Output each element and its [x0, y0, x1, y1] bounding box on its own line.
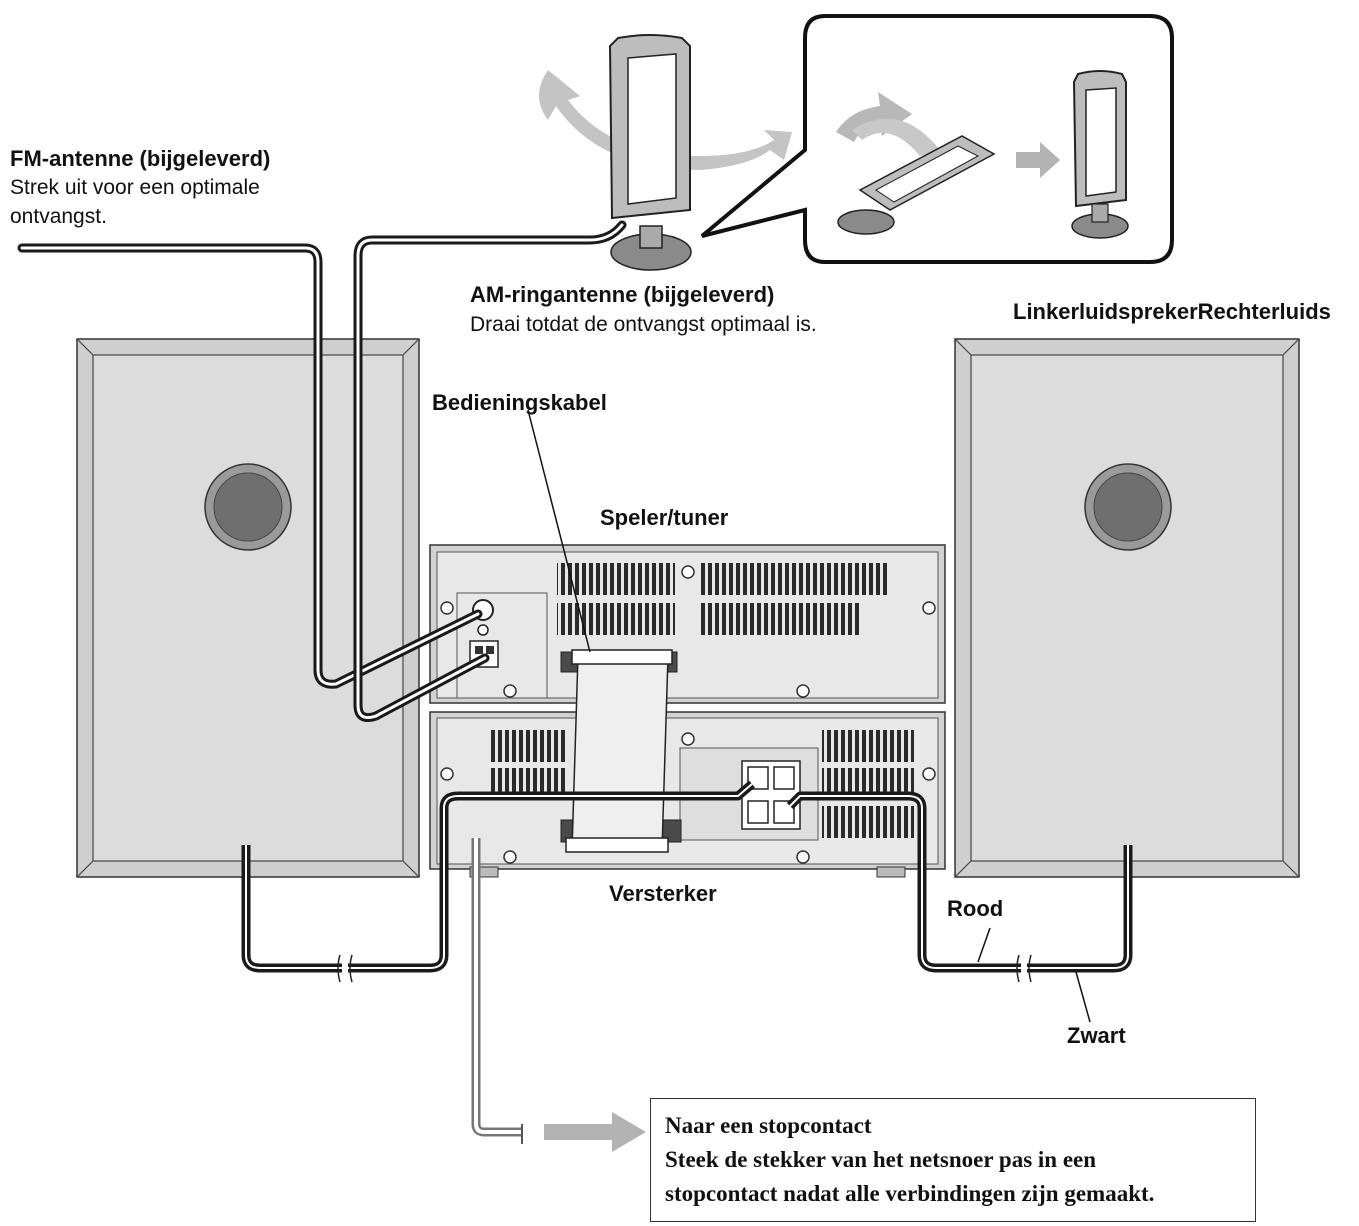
black-wire-label: Zwart [1067, 1023, 1126, 1048]
right-speaker-cable [786, 791, 1133, 1023]
power-outlet-note: Naar een stopcontact Steek de stekker va… [650, 1098, 1256, 1222]
antenna-setup-callout [700, 14, 1174, 264]
red-wire-label: Rood [947, 896, 1004, 921]
power-note-line1: Steek de stekker van het netsnoer pas in… [665, 1147, 1097, 1172]
power-cord [471, 838, 523, 1144]
am-loop-antenna [539, 34, 792, 271]
left-speaker [76, 338, 420, 878]
amplifier-label: Versterker [609, 881, 717, 906]
am-antenna-desc: Draai totdat de ontvangst optimaal is. [470, 313, 817, 336]
fm-antenna-desc-line1: Strek uit voor een optimale [10, 176, 260, 199]
power-note-title: Naar een stopcontact [665, 1113, 872, 1138]
power-arrow [544, 1112, 646, 1152]
right-speaker [954, 338, 1300, 878]
player-tuner-label: Speler/tuner [600, 505, 729, 530]
amplifier-unit [429, 711, 946, 878]
player-tuner-unit [429, 544, 946, 704]
fm-antenna-title: FM-antenne (bijgeleverd) [10, 146, 271, 171]
left-speaker-cable [241, 780, 755, 983]
control-cable-label: Bedieningskabel [432, 390, 607, 415]
am-antenna-wire [353, 220, 627, 723]
power-note-line2: stopcontact nadat alle verbindingen zijn… [665, 1181, 1155, 1206]
am-antenna-title: AM-ringantenne (bijgeleverd) [470, 282, 775, 307]
control-cable [527, 409, 673, 853]
fm-antenna-wire [17, 243, 483, 689]
speakers-label: LinkerluidsprekerRechterluids [1013, 299, 1331, 324]
fm-antenna-desc-line2: ontvangst. [10, 205, 107, 228]
